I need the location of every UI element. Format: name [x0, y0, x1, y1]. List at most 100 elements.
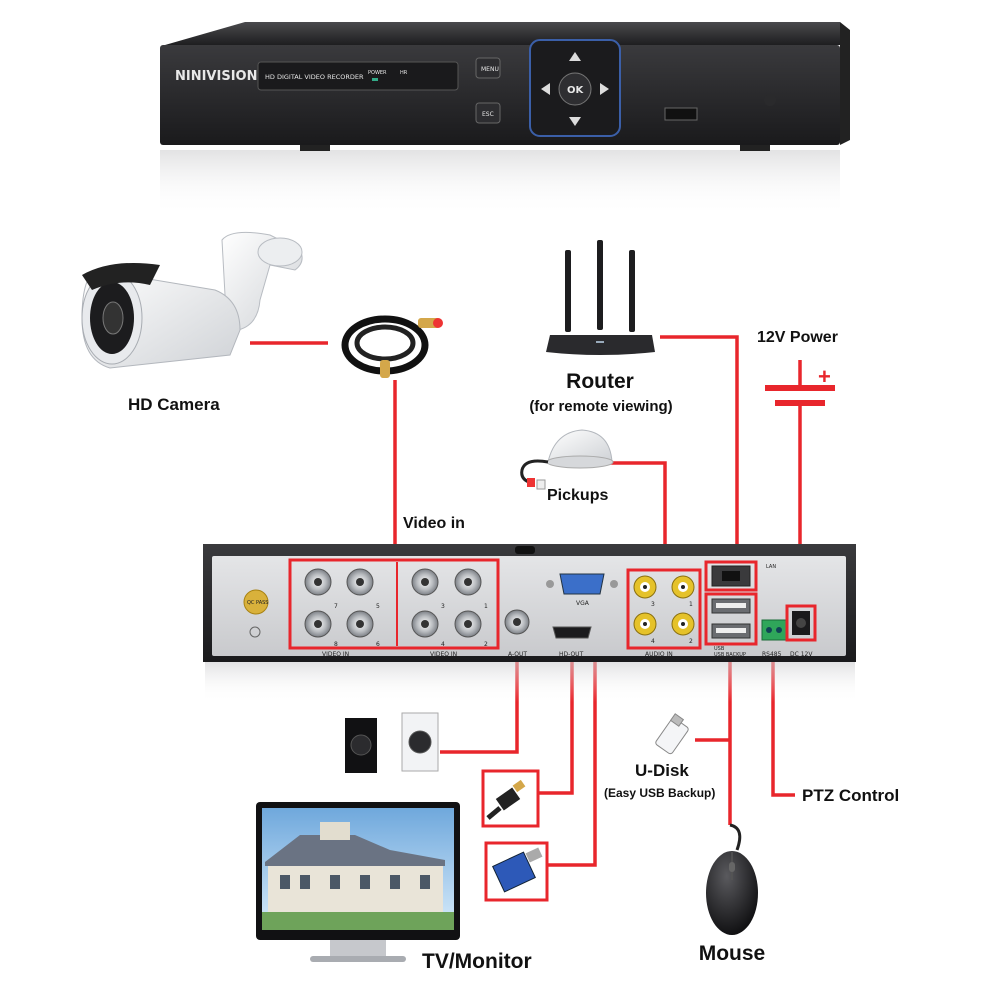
up-arrow-icon[interactable]: [569, 52, 581, 61]
rs485-terminal[interactable]: [761, 619, 787, 641]
pickup-dome: [547, 429, 613, 463]
dvr-front-top: [165, 22, 840, 45]
qc-sticker: [243, 589, 269, 615]
dvr-power-text: POWER: [368, 70, 387, 76]
monitor-stand: [330, 940, 386, 958]
audio-number: 1: [689, 601, 693, 608]
pickups-wire: [610, 461, 667, 570]
audio-number: 3: [651, 601, 655, 608]
dc-label: DC 12V: [790, 651, 813, 658]
left-arrow-icon[interactable]: [541, 83, 550, 95]
u-disk-icon: [655, 713, 689, 755]
foot-right: [740, 145, 770, 151]
ok-button-label: OK: [567, 85, 585, 96]
vga-port[interactable]: [559, 573, 605, 595]
hdmi-port[interactable]: [552, 626, 592, 639]
router-antenna-right: [629, 250, 635, 332]
udisk-label: U-Disk: [635, 761, 689, 780]
vga-cable-box: [484, 841, 549, 902]
dvr-front-reflection: [160, 150, 840, 215]
camera-mount-base: [257, 237, 303, 267]
down-arrow-icon[interactable]: [569, 117, 581, 126]
rear-panel-reflection: [205, 662, 855, 702]
mouse-wheel: [729, 862, 735, 872]
power-plate-top: [765, 385, 835, 391]
mouse-label: Mouse: [699, 942, 766, 965]
power-plate-bottom: [775, 400, 825, 406]
usb-backup-label: USB BACKUP: [714, 652, 746, 658]
vga-cable-icon: [492, 847, 543, 893]
bnc-number: 1: [484, 603, 488, 610]
camera-lens-icon: [102, 301, 124, 335]
bnc-number: 2: [484, 641, 488, 648]
video-in-highlight-box: [288, 558, 500, 650]
usb-highlight-box: [704, 592, 758, 646]
router-note: (for remote viewing): [529, 398, 672, 415]
power-plus-sign: +: [818, 364, 831, 389]
usb-label: USB: [714, 646, 725, 652]
lan-highlight-box: [704, 560, 758, 592]
pickup-plug-red: [527, 478, 535, 487]
audio-number: 4: [651, 638, 655, 645]
hdmi-cable-icon: [486, 779, 526, 820]
audio-number: 2: [689, 638, 693, 645]
cable-coil-inner: [354, 324, 416, 362]
qc-label: QC PASS: [247, 600, 268, 606]
power-source-icon: [765, 360, 835, 440]
router: [546, 240, 655, 355]
dvr-rear-panel: QC PASS 7 5 8 6 3 1 4 2: [203, 544, 856, 702]
bnc-number: 7: [334, 603, 338, 610]
ground-screw-icon: [249, 626, 261, 638]
router-antenna-center: [597, 240, 603, 330]
monitor-label: TV/Monitor: [422, 950, 532, 973]
power-label: 12V Power: [757, 329, 838, 346]
router-antenna-left: [565, 250, 571, 332]
dvr-display-window: [257, 61, 459, 91]
speakers: [345, 712, 439, 773]
tv-monitor: [256, 802, 460, 962]
hdmi-cable-box: [481, 769, 540, 828]
power-led: [372, 78, 378, 81]
audio-in-ports: 3 1 4 2: [633, 575, 695, 645]
lan-label: LAN: [766, 564, 776, 570]
bnc-number: 4: [441, 641, 445, 648]
a-out-label: A-OUT: [508, 651, 527, 658]
video-in-label: Video in: [403, 515, 465, 532]
dvr-front-unit: NINIVISION HD DIGITAL VIDEO RECORDER POW…: [160, 22, 850, 215]
ok-button[interactable]: [558, 72, 592, 106]
dvr-brand: NINIVISION: [175, 69, 257, 84]
dvr-front-side: [840, 22, 850, 145]
dvr-model-text: HD DIGITAL VIDEO RECORDER: [265, 73, 364, 81]
audio-in-label: AUDIO IN: [645, 651, 673, 658]
dvr-hdd-text: HR: [400, 70, 408, 76]
front-usb-slot: [664, 107, 698, 121]
right-arrow-icon[interactable]: [600, 83, 609, 95]
router-wire: [660, 335, 739, 560]
mouse-body: [706, 851, 758, 935]
pickup-cable: [520, 459, 549, 485]
udisk-note: (Easy USB Backup): [604, 786, 715, 800]
pickups-label: Pickups: [547, 487, 608, 504]
rear-plate: [212, 556, 846, 656]
pickup-microphone: [520, 429, 614, 490]
foot-left: [300, 145, 330, 151]
dc-highlight-box: [785, 604, 817, 642]
vga-screw-right: [610, 580, 618, 588]
video-in-port-label: VIDEO IN: [430, 651, 457, 658]
bnc-number: 8: [334, 641, 338, 648]
bnc-number: 6: [376, 641, 380, 648]
esc-button[interactable]: [475, 102, 501, 124]
cable-tip-red: [433, 318, 443, 328]
menu-button[interactable]: [475, 57, 501, 79]
bnc-number: 3: [441, 603, 445, 610]
vga-screw-left: [546, 580, 554, 588]
vga-label: VGA: [576, 600, 590, 607]
monitor-base: [310, 956, 406, 962]
router-body: [546, 335, 655, 355]
video-in-port-label: VIDEO IN: [322, 651, 349, 658]
router-led: [596, 341, 604, 343]
bnc-cable-coil: [341, 315, 443, 378]
rs485-label: RS485: [762, 651, 782, 658]
